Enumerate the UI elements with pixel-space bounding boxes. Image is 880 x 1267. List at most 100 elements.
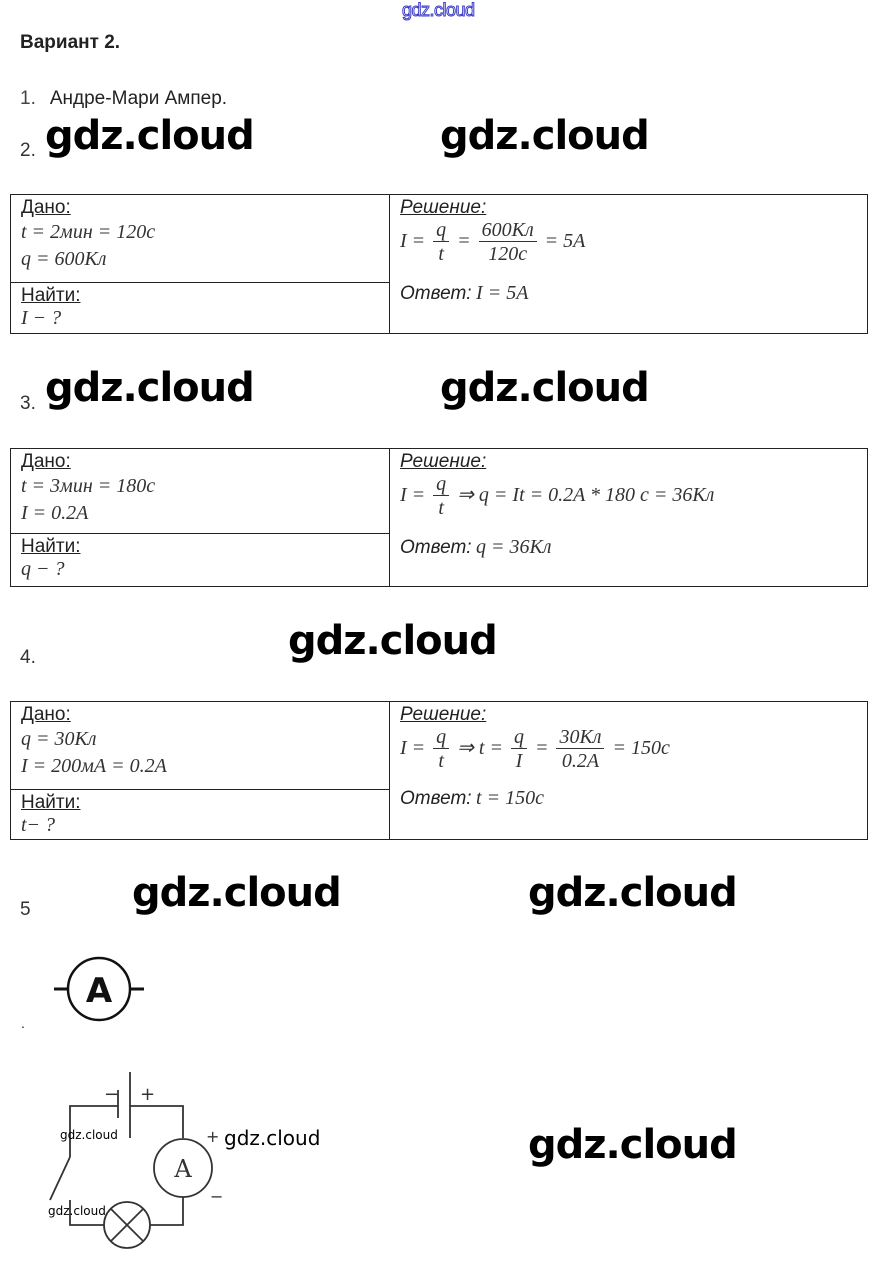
ammeter-letter: A	[86, 971, 113, 1011]
ammeter-symbol-icon: A	[54, 956, 144, 1022]
task-3-table: Дано: t = 3мин = 180с I = 0.2A Решение: …	[10, 448, 868, 587]
given-label: Дано:	[21, 704, 71, 725]
answer-row: Ответ: I = 5A	[400, 282, 857, 305]
answer-row: Ответ: q = 36Кл	[400, 536, 857, 559]
given-value: q = 600Кл	[21, 248, 107, 270]
denominator: 0.2A	[561, 750, 600, 772]
switch-icon	[49, 1156, 71, 1201]
item-number: 1.	[20, 88, 36, 109]
task-4-number: 4.	[20, 647, 36, 668]
watermark: gdz.cloud	[132, 870, 342, 916]
find-value: I − ?	[21, 307, 62, 329]
formula-part: = 5A	[544, 230, 586, 253]
find-label: Найти:	[21, 792, 81, 813]
given-value: t = 3мин = 180с	[21, 475, 156, 497]
formula-part: I =	[400, 737, 426, 760]
find-cell: Найти: t− ?	[10, 789, 390, 840]
numerator: 600Кл	[478, 219, 537, 242]
wire	[130, 1105, 184, 1138]
task-3-number: 3.	[20, 393, 36, 414]
watermark: gdz.cloud	[528, 870, 738, 916]
numerator: 30Кл	[556, 726, 605, 749]
formula-part: ⇒ t =	[457, 737, 503, 760]
watermark: gdz.cloud	[440, 113, 650, 159]
given-cell: Дано: q = 30Кл I = 200мА = 0.2A	[10, 701, 390, 790]
answer-row: Ответ: t = 150с	[400, 787, 857, 810]
find-value: t− ?	[21, 814, 56, 836]
numerator: q	[433, 726, 450, 749]
task-2-number: 2.	[20, 140, 36, 161]
task-2-table: Дано: t = 2мин = 120с q = 600Кл Решение:…	[10, 194, 868, 334]
given-value: q = 30Кл	[21, 728, 97, 750]
given-label: Дано:	[21, 451, 71, 472]
given-value: I = 200мА = 0.2A	[21, 755, 167, 777]
wire	[150, 1197, 184, 1226]
variant-title: Вариант 2.	[20, 32, 121, 53]
answer-text: Андре-Мари Ампер.	[49, 88, 228, 109]
meter-plus-sign: +	[206, 1127, 219, 1146]
formula-part: I =	[400, 484, 426, 507]
find-label: Найти:	[21, 285, 81, 306]
meter-minus-sign: −	[210, 1187, 223, 1206]
answer-value: I = 5A	[476, 282, 529, 304]
answer-1: 1. Андре-Мари Ампер.	[20, 88, 227, 110]
watermark: gdz.cloud	[440, 365, 650, 411]
numerator: q	[510, 726, 527, 749]
watermark: gdz.cloud	[224, 1126, 320, 1150]
watermark: gdz.cloud	[528, 1122, 738, 1168]
denominator: I	[515, 750, 523, 772]
solution-label: Решение:	[400, 704, 487, 725]
watermark: gdz.cloud	[48, 1204, 106, 1218]
task-5-number: 5	[20, 899, 31, 920]
formula-part: I =	[400, 230, 426, 253]
given-value: I = 0.2A	[21, 502, 89, 524]
circuit-diagram: − + + − A gdz.cloud gdz.cloud gdz.cloud	[48, 1072, 320, 1249]
denominator: t	[438, 750, 444, 772]
find-cell: Найти: I − ?	[10, 282, 390, 334]
battery-minus-sign: −	[104, 1084, 119, 1105]
watermark: gdz.cloud	[45, 365, 255, 411]
given-value: t = 2мин = 120с	[21, 221, 156, 243]
denominator: 120с	[488, 243, 528, 265]
watermark: gdz.cloud	[288, 618, 498, 664]
denominator: t	[438, 497, 444, 519]
answer-label: Ответ:	[400, 788, 472, 809]
wire	[69, 1200, 104, 1226]
watermark: gdz.cloud	[60, 1128, 118, 1142]
given-cell: Дано: t = 2мин = 120с q = 600Кл	[10, 194, 390, 283]
numerator: q	[433, 219, 450, 242]
watermark-top: gdz.cloud	[402, 0, 476, 21]
formula-part: =	[534, 737, 549, 760]
answer-label: Ответ:	[400, 283, 472, 304]
wire	[69, 1105, 118, 1157]
formula-part: ⇒ q = It = 0.2A * 180 с = 36Кл	[457, 484, 715, 507]
denominator: t	[438, 243, 444, 265]
formula-part: = 150с	[612, 737, 670, 760]
solution-label: Решение:	[400, 451, 487, 472]
numerator: q	[433, 473, 450, 496]
task-4-table: Дано: q = 30Кл I = 200мА = 0.2A Решение:…	[10, 701, 868, 840]
answer-label: Ответ:	[400, 537, 472, 558]
given-label: Дано:	[21, 197, 71, 218]
solution-label: Решение:	[400, 197, 487, 218]
dot: .	[21, 1015, 25, 1031]
answer-value: q = 36Кл	[476, 536, 552, 558]
given-cell: Дано: t = 3мин = 180с I = 0.2A	[10, 448, 390, 534]
find-label: Найти:	[21, 536, 81, 557]
watermark: gdz.cloud	[45, 113, 255, 159]
find-value: q − ?	[21, 558, 65, 580]
answer-value: t = 150с	[476, 787, 544, 809]
battery-plus-sign: +	[140, 1084, 155, 1105]
